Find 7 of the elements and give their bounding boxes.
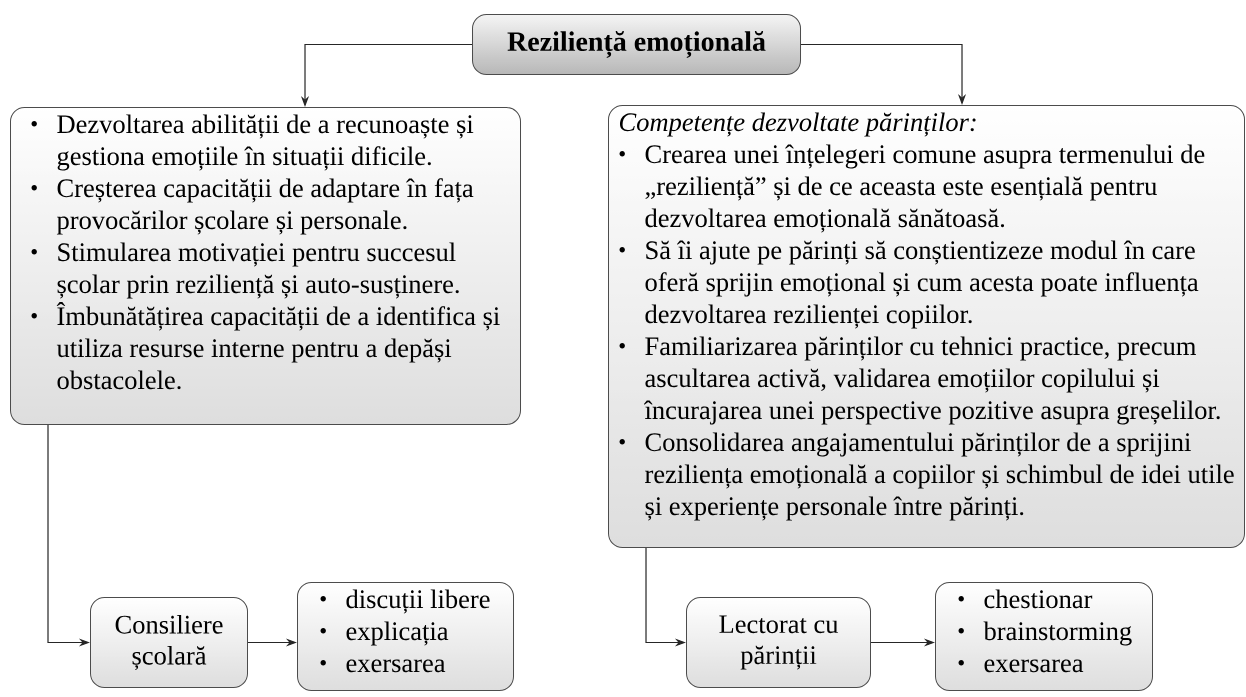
method-box: Lectorat cu părinții xyxy=(686,597,871,688)
method-box: Consiliere școlară xyxy=(90,597,248,688)
text-box: Competențe dezvoltate părinților: Crearea unei înțelegeri comune asupra termenului de „reziliență” și de ce aceasta este esențială pentru dezvoltarea emoțională sănătoasă. Să îi ajute pe părinți să conștientizeze modul în care oferă sprijin emoțional și cum acesta poate influența dezvoltarea rezilienței copiilor. Familiarizarea părinților cu tehnici practice, precum ascultarea activă, validarea emoțiilor copilului și încurajarea unei perspective pozitive asupra greșelilor. Consolidarea angajamentului părinților de a sprijini reziliența emoțională a copiilor și schimbul de idei utile și experiențe personale între părinți. xyxy=(608,105,1245,548)
title-box: Reziliență emoțională xyxy=(472,14,801,75)
text-box: Dezvoltarea abilității de a recunoaște și gestiona emoțiile în situații dificile. Creșterea capacității de adaptare în fața provocărilor școlare și personale. Stimularea motivației pentru succesul școlar prin reziliență și auto-susținere. Îmbunătățirea capacității de a identifica și utiliza resurse interne pentru a depăși obstacolele. xyxy=(10,107,521,425)
list-box: discuții libere explicația exersarea xyxy=(297,582,514,691)
list-box: chestionar brainstorming exersarea xyxy=(935,582,1153,691)
